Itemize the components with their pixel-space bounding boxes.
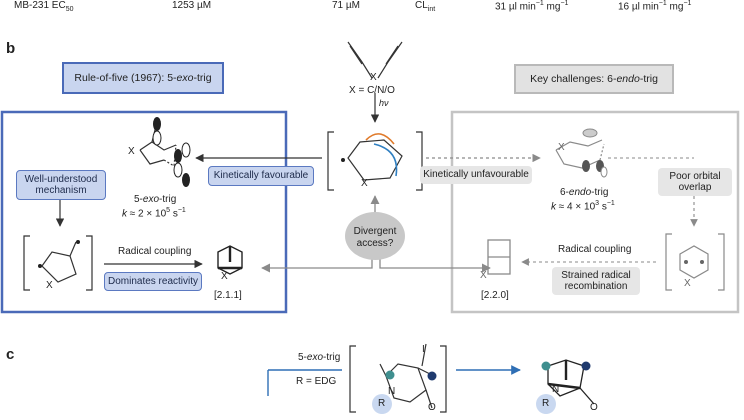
center-diene: [347, 41, 403, 79]
endo-ts: [555, 139, 605, 169]
bicyclo-220: [487, 239, 511, 275]
panel-c-product-n: N: [552, 384, 560, 395]
exo-radical-x: X: [46, 280, 53, 291]
panel-c-product-r: R: [542, 398, 550, 409]
radical-coupling-right: Radical coupling: [558, 244, 632, 255]
panel-c-n-label: N: [388, 386, 396, 397]
exo-label: 5-exo-trig: [134, 194, 177, 205]
poor-orbital-badge: Poor orbital overlap: [658, 168, 732, 196]
divergent-bubble: [345, 212, 405, 260]
exo-radical-bracket: [23, 235, 93, 291]
panel-c-i-label: I: [422, 344, 425, 355]
divergent-left-arrow: [261, 254, 373, 273]
strained-recombination-badge: Strained radical recombination: [552, 267, 640, 295]
top-cell-71: 71 µM: [332, 0, 360, 11]
panel-c-bracket: [349, 343, 447, 413]
exo-rate: k ≈ 2 × 105 s−1: [122, 207, 186, 220]
bicyclo-220-x: X: [480, 270, 487, 281]
endo-radical-x: X: [684, 278, 691, 289]
bicyclo-211-x: X: [221, 271, 228, 282]
panel-c-o-label: O: [428, 402, 436, 413]
top-cell-ec50: MB-231 EC50: [14, 0, 74, 13]
panel-c-navy-dot-1: [427, 371, 437, 381]
panel-c-r-bubble-2: [536, 394, 556, 414]
bicyclo-220-label: [2.2.0]: [481, 290, 509, 301]
endo-rate: k ≈ 4 × 103 s−1: [551, 200, 615, 213]
well-understood-badge: Well-understood mechanism: [16, 170, 106, 200]
endo-label: 6-endo-trig: [560, 187, 609, 198]
bicyclo-211-label: [2.1.1]: [214, 290, 242, 301]
exo-orbitals: [152, 117, 191, 187]
left-panel-frame: [0, 110, 288, 314]
panel-letter-c: c: [6, 346, 15, 363]
divergent-access-label: Divergent access?: [353, 226, 397, 249]
endo-orbitals: [582, 128, 608, 178]
panel-c-navy-dot-2: [581, 361, 591, 371]
center-ring-x: X: [361, 178, 368, 189]
panel-c-r-bubble-1: [372, 394, 392, 414]
top-cell-16: 16 µl min−1 mg−1: [618, 0, 692, 13]
dominates-reactivity-badge: Dominates reactivity: [104, 272, 202, 291]
panel-c-teal-dot-1: [385, 370, 395, 380]
panel-letter-b: b: [6, 40, 16, 57]
right-header: Key challenges: 6-endo-trig: [514, 64, 674, 94]
divergent-right-arrow: [379, 254, 491, 273]
panel-c-product: [547, 359, 595, 405]
orange-arc: [365, 133, 395, 145]
endo-radical-bracket: [665, 233, 725, 291]
radical-coupling-left: Radical coupling: [118, 246, 192, 257]
top-cell-1253: 1253 µM: [172, 0, 212, 11]
center-radical-bracket: [327, 131, 423, 191]
kinetically-unfavourable-badge: Kinetically unfavourable: [420, 166, 532, 184]
top-cell-31: 31 µl min−1 mg−1: [495, 0, 569, 13]
panel-c-exo-label: 5-exo-trig: [298, 352, 341, 363]
x-equals-label: X = C/N/O: [349, 85, 395, 96]
kinetically-favourable-badge: Kinetically favourable: [208, 166, 314, 186]
panel-c-teal-dot-2: [541, 361, 551, 371]
center-x-atom: X: [370, 72, 377, 83]
panel-c-r-label: R: [378, 398, 386, 409]
endo-ts-x: X: [558, 142, 565, 153]
right-panel-frame: [450, 110, 740, 314]
hv-label: hν: [379, 98, 389, 108]
bicyclo-211: [217, 245, 243, 275]
blue-arc: [373, 143, 398, 177]
panel-c-r-edg: R = EDG: [296, 376, 337, 387]
panel-c-product-o: O: [590, 402, 598, 413]
top-cell-clint: CLint: [415, 0, 436, 13]
exo-ts-x: X: [128, 146, 135, 157]
left-header: Rule-of-five (1967): 5-exo-trig: [62, 62, 224, 94]
